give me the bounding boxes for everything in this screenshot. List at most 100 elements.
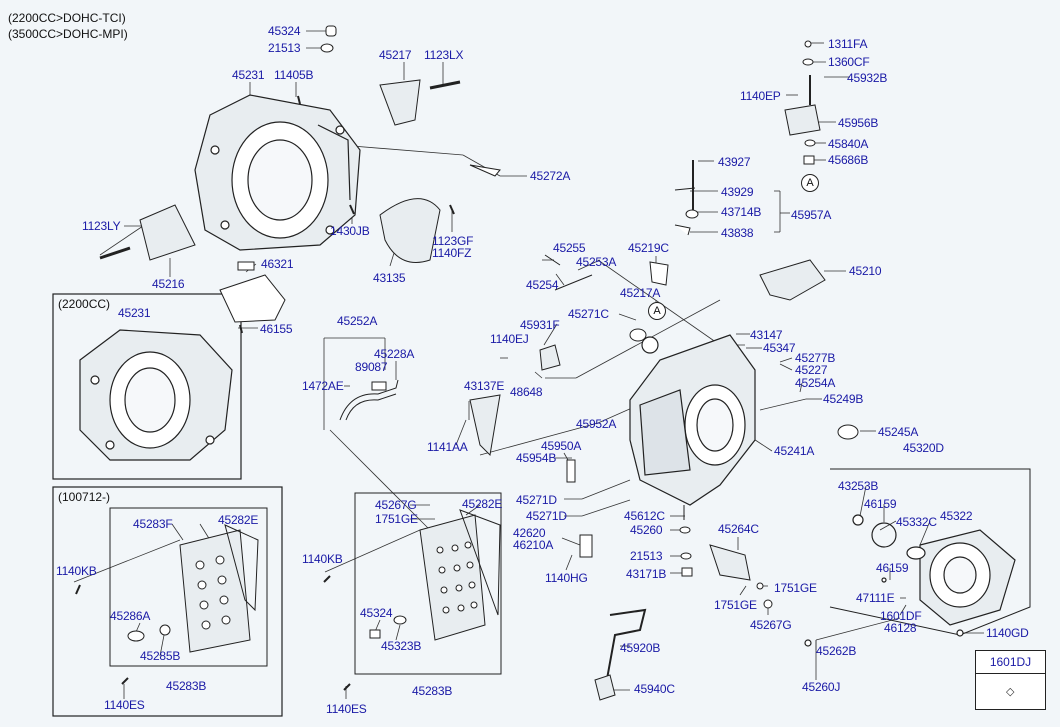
- part-label: 89087: [355, 360, 388, 374]
- part-label: 45612C: [624, 509, 665, 523]
- part-label: 43147: [750, 328, 783, 342]
- part-label: 45260: [630, 523, 663, 537]
- box-cover-45320D: [829, 468, 1031, 636]
- part-label: 1751GE: [375, 512, 418, 526]
- part-label: 45286A: [110, 609, 151, 623]
- part-label: 1311FA: [828, 37, 868, 51]
- part-label: 45264C: [718, 522, 759, 536]
- filter-assy-100712: [75, 524, 259, 685]
- part-label: 46159: [864, 497, 897, 511]
- part-label: 45347: [763, 341, 796, 355]
- part-label: 45931F: [520, 318, 560, 332]
- part-label: 45217: [379, 48, 412, 62]
- housing-45231-2200cc: [79, 329, 233, 461]
- filter-46321: [219, 261, 286, 334]
- part-label: 43137E: [464, 379, 505, 393]
- part-label: 43171B: [626, 567, 667, 581]
- part-label: 45920B: [620, 641, 661, 655]
- part-label: 45216: [152, 277, 185, 291]
- part-label: 1123LX: [424, 48, 464, 62]
- part-label: 45267G: [375, 498, 417, 512]
- part-label: 1140FZ: [432, 246, 472, 260]
- reference-marker: A: [648, 302, 666, 320]
- engine-note-3500: (3500CC>DOHC-MPI): [8, 27, 128, 41]
- part-label: 1140EP: [740, 89, 781, 103]
- filter-assy-center: [323, 509, 501, 691]
- part-label: 1123LY: [82, 219, 121, 233]
- part-label: 45283F: [133, 517, 173, 531]
- part-label: 45322: [940, 509, 973, 523]
- box-100712-inner: [109, 507, 268, 667]
- part-label: 45686B: [828, 153, 869, 167]
- part-label: 45271C: [568, 307, 609, 321]
- part-label: 45262B: [816, 644, 857, 658]
- box-2200cc-title: (2200CC): [57, 297, 112, 311]
- part-label: 45283B: [412, 684, 453, 698]
- parts-right: [469, 40, 859, 701]
- legend-symbol: ◇: [1006, 686, 1015, 698]
- part-label: 45231: [232, 68, 265, 82]
- part-label: 45253A: [576, 255, 617, 269]
- part-label: 1140KB: [302, 552, 343, 566]
- part-label: 45956B: [838, 116, 879, 130]
- legend-code: 1601DJ: [976, 651, 1045, 674]
- part-label: 46155: [260, 322, 293, 336]
- part-label: 45267G: [750, 618, 792, 632]
- part-label: 45271D: [516, 493, 557, 507]
- part-label: 45277B: [795, 351, 836, 365]
- part-label: 45210: [849, 264, 882, 278]
- part-label: 43838: [721, 226, 754, 240]
- part-label: 1140ES: [104, 698, 145, 712]
- part-label: 45249B: [823, 392, 864, 406]
- part-label: 45957A: [791, 208, 832, 222]
- part-label: 45245A: [878, 425, 919, 439]
- part-label: 1472AE: [302, 379, 344, 393]
- part-label: 45950A: [541, 439, 582, 453]
- part-label: 45254A: [795, 376, 836, 390]
- part-label: 46159: [876, 561, 909, 575]
- part-label: 1751GE: [714, 598, 757, 612]
- part-label: 45231: [118, 306, 151, 320]
- part-label: 1140KB: [56, 564, 97, 578]
- part-label: 45252A: [337, 314, 378, 328]
- part-label: 43929: [721, 185, 754, 199]
- part-label: 45228A: [374, 347, 415, 361]
- part-label: 45952A: [576, 417, 617, 431]
- cover-45322: [804, 514, 1016, 647]
- hose-1472ae: [339, 379, 399, 421]
- part-label: 45219C: [628, 241, 669, 255]
- part-label: 43135: [373, 271, 406, 285]
- box-filter-center: [354, 492, 502, 675]
- part-label: 45932B: [847, 71, 888, 85]
- part-label: 45323B: [381, 639, 422, 653]
- part-label: 45324: [268, 24, 301, 38]
- part-label: 11405B: [274, 68, 314, 82]
- engine-note-2200: (2200CC>DOHC-TCI): [8, 11, 126, 25]
- part-label: 45282E: [218, 513, 259, 527]
- part-label: 45282E: [462, 497, 503, 511]
- part-label: 43253B: [838, 479, 879, 493]
- part-label: 43927: [718, 155, 751, 169]
- part-label: 1430JB: [330, 224, 370, 238]
- part-label: 48648: [510, 385, 543, 399]
- part-label: 1601DF: [880, 609, 922, 623]
- part-label: 1140ES: [326, 702, 367, 716]
- part-label: 45271D: [526, 509, 567, 523]
- legend-box: 1601DJ ◇: [975, 650, 1046, 710]
- part-label: 45954B: [516, 451, 557, 465]
- box-100712-title: (100712-): [57, 490, 112, 504]
- part-label: 45320D: [903, 441, 944, 455]
- part-label: 1140GD: [986, 626, 1029, 640]
- part-label: 45255: [553, 241, 586, 255]
- part-label: 46321: [261, 257, 294, 271]
- part-label: 21513: [268, 41, 301, 55]
- part-label: 47111E: [856, 591, 895, 605]
- part-label: 45332C: [896, 515, 937, 529]
- box-2200cc: [52, 293, 242, 480]
- part-label: 45254: [526, 278, 559, 292]
- housing-45231-top: [194, 94, 361, 251]
- small-parts-top: [99, 25, 501, 263]
- part-label: 46128: [884, 621, 917, 635]
- part-label: 45227: [795, 363, 828, 377]
